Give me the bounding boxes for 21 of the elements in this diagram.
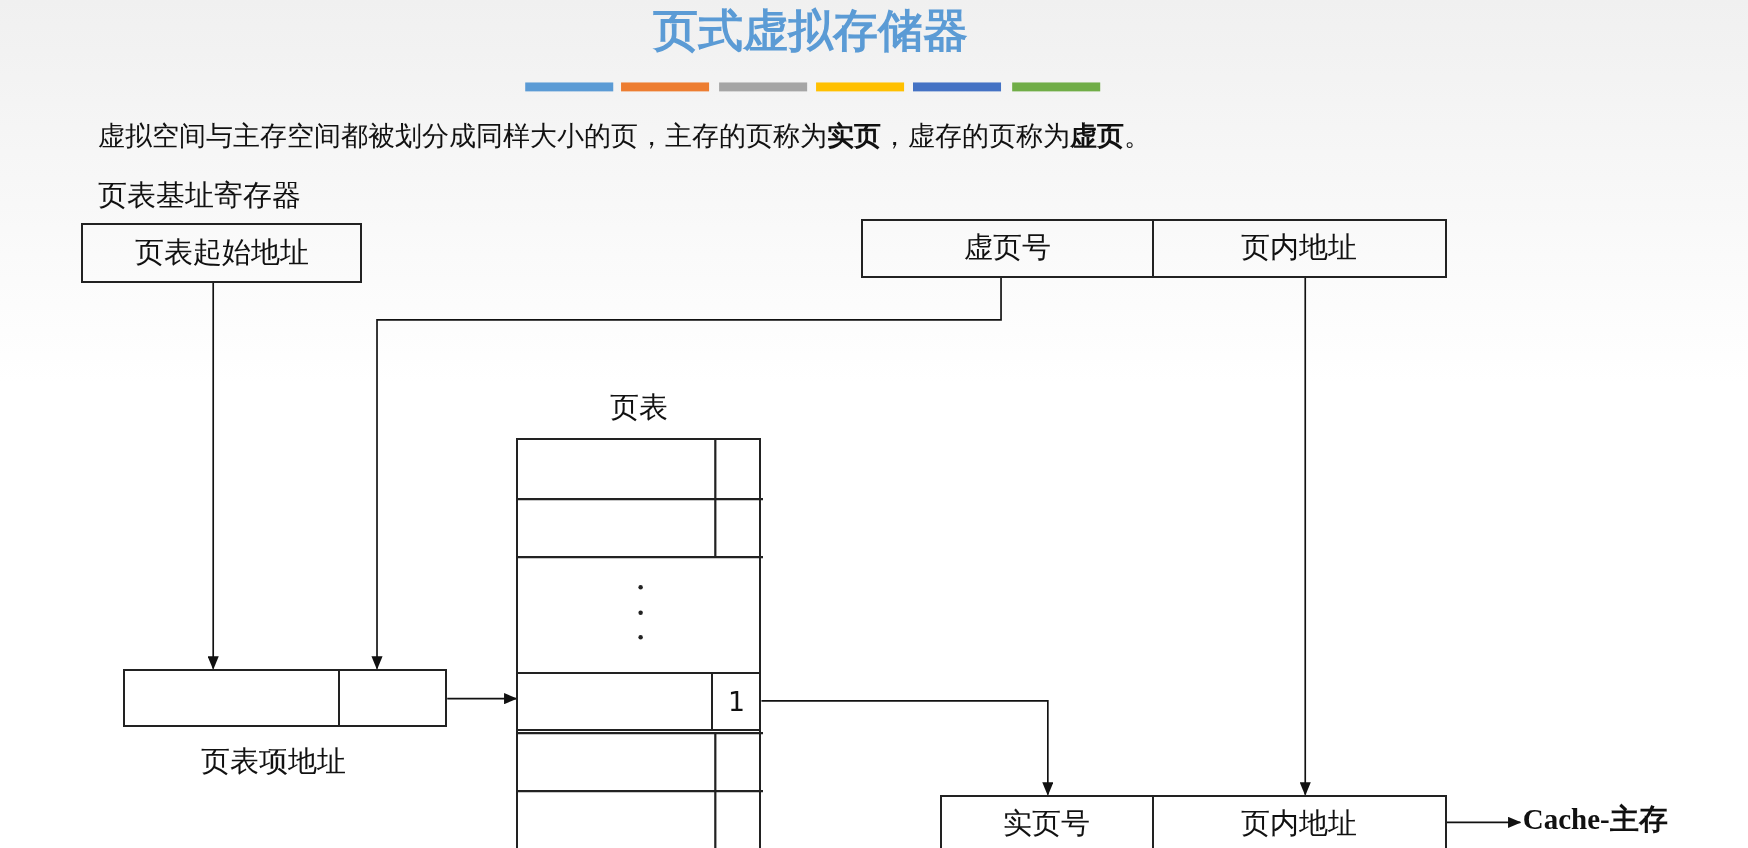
register-caption: 页表项地址 bbox=[199, 744, 347, 780]
register-box: 页表起始地址 bbox=[81, 222, 363, 284]
arrow bbox=[1445, 816, 1522, 828]
table-entry bbox=[516, 672, 714, 732]
arrow bbox=[207, 282, 219, 670]
table-title: 页表 bbox=[608, 389, 669, 425]
address-field: 虚页号 bbox=[860, 218, 1154, 278]
arrow bbox=[446, 693, 518, 705]
address-field: 页内地址 bbox=[1153, 794, 1447, 848]
description-text: 虚拟空间与主存空间都被划分成同样大小的页，主存的页称为实页，虚存的页称为虚页。 bbox=[98, 119, 1152, 154]
arrow bbox=[371, 276, 1002, 670]
arrow bbox=[1299, 276, 1311, 796]
register-cell bbox=[122, 668, 340, 727]
address-field: 实页号 bbox=[939, 794, 1154, 848]
arrow bbox=[760, 700, 1054, 796]
register-caption: 页表基址寄存器 bbox=[98, 178, 303, 214]
address-field: 页内地址 bbox=[1153, 218, 1447, 278]
title: 页式虚拟存储器 bbox=[651, 5, 969, 58]
destination-label: Cache-主存 bbox=[1522, 800, 1713, 843]
valid-bit-cell: 1 bbox=[713, 672, 762, 732]
register-cell bbox=[340, 668, 447, 727]
